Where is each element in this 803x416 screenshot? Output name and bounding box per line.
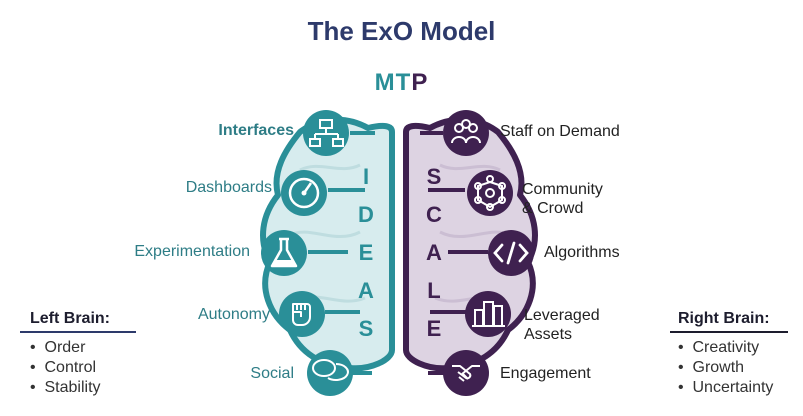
ideas-label-autonomy: Autonomy [197,306,270,323]
mtp-p: P [411,69,429,96]
scale-label-community: Community & Crowd [522,181,603,217]
gauge-icon [281,170,327,216]
scale-letter: E [426,316,442,341]
ideas-label-experimentation: Experimentation [134,243,250,260]
ideas-letter: S [358,316,374,341]
buildings-icon [465,291,511,337]
ideas-letter: I [362,164,370,189]
ideas-label-interfaces: Interfaces [218,122,294,139]
right-brain-title: Right Brain: [670,310,788,333]
people-icon [443,110,489,156]
handshake-icon [443,350,489,396]
list-item: • Control [30,359,97,376]
ideas-letter: D [358,202,374,227]
ideas-label-dashboards: Dashboards [185,179,272,196]
scale-letter: A [426,240,442,265]
scale-letters: S C A L E [414,164,454,354]
list-item: • Order [30,339,86,356]
flowchart-icon [303,110,349,156]
ideas-letter: A [358,278,374,303]
ideas-label-social: Social [250,365,294,382]
flask-icon [261,230,307,276]
scale-label-engagement: Engagement [500,365,591,382]
scale-label-staff: Staff on Demand [500,123,620,140]
list-item: • Creativity [678,339,760,356]
list-item: • Growth [678,359,745,376]
mtp-heading: MTP [0,69,803,97]
page-title: The ExO Model [307,16,496,46]
left-brain-title: Left Brain: [20,310,136,333]
network-icon [467,170,513,216]
scale-letter: S [426,164,442,189]
list-item: • Uncertainty [678,379,774,396]
scale-letter: C [426,202,442,227]
chat-bubbles-icon [307,350,353,396]
mtp-t: T [395,69,412,96]
scale-letter: L [427,278,441,303]
right-brain-panel: Right Brain: • Creativity • Growth • Unc… [670,310,788,398]
ideas-letter: E [358,240,374,265]
list-item: • Stability [30,379,101,396]
fist-icon [279,291,325,337]
scale-label-leveraged: Leveraged Assets [524,307,600,343]
mtp-m: M [374,69,396,96]
ideas-letters: I D E A S [346,164,386,354]
scale-label-algorithms: Algorithms [544,244,620,261]
left-brain-panel: Left Brain: • Order • Control • Stabilit… [20,310,136,398]
code-icon [488,230,534,276]
